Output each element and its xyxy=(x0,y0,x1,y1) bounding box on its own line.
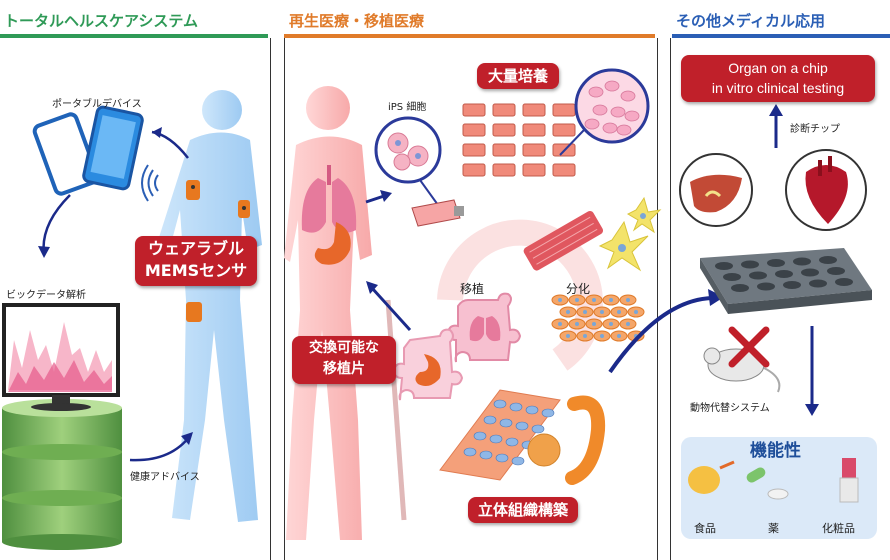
replaceable-line2: 移植片 xyxy=(323,361,365,377)
culture-dish xyxy=(522,103,546,117)
replaceable-graft-label: 交換可能な 移植片 xyxy=(292,336,396,384)
database-icon xyxy=(2,399,122,550)
sensor-chest xyxy=(186,180,200,200)
animal-alternative-label: 動物代替システム xyxy=(690,403,770,414)
wearable-line2: MEMSセンサ xyxy=(144,261,248,280)
functionality-title: 機能性 xyxy=(750,441,801,461)
section-title-medical: その他メディカル応用 xyxy=(676,12,825,30)
culture-dish xyxy=(552,163,576,177)
wireless-icon xyxy=(141,164,159,202)
wearable-line1: ウェアラブル xyxy=(147,239,244,258)
culture-dish xyxy=(552,123,576,137)
mouse-icon xyxy=(703,347,781,393)
culture-dish xyxy=(492,163,516,177)
section-bar-medical xyxy=(672,34,890,38)
panel-medical xyxy=(670,38,890,560)
food-label: 食品 xyxy=(694,522,716,535)
stomach-icon xyxy=(314,222,351,265)
organ-on-chip-label: Organ on a chip in vitro clinical testin… xyxy=(681,55,875,102)
human-figure-blue xyxy=(155,90,262,522)
portable-device-label: ポータブルデバイス xyxy=(52,99,142,110)
replaceable-line1: 交換可能な xyxy=(309,340,379,356)
panel-healthcare xyxy=(0,38,271,560)
culture-dish xyxy=(492,143,516,157)
neuron-cells-icon xyxy=(598,196,662,272)
chip-plate-icon xyxy=(700,248,872,314)
culture-dish xyxy=(492,123,516,137)
section-title-healthcare: トータルヘルスケアシステム xyxy=(4,12,198,30)
spheroid-icon xyxy=(527,433,561,467)
sensor-hip xyxy=(186,302,202,322)
medicine-icon xyxy=(746,467,789,500)
tissue-construction-label: 立体組織構築 xyxy=(468,497,578,523)
heart-icon xyxy=(785,149,867,231)
section-title-regenerative: 再生医療・移植医療 xyxy=(289,12,425,30)
culture-dish xyxy=(492,103,516,117)
section-bar-healthcare xyxy=(0,34,268,38)
culture-dish xyxy=(522,123,546,137)
culture-dish xyxy=(462,163,486,177)
ips-cell-label: iPS 細胞 xyxy=(388,102,427,113)
phones-icon xyxy=(32,105,144,196)
mass-culture-label: 大量培養 xyxy=(477,63,559,89)
food-icon xyxy=(688,460,735,494)
to-medical-arrow xyxy=(608,296,713,374)
cosmetics-label: 化粧品 xyxy=(822,522,855,535)
section-bar-regenerative xyxy=(284,34,655,38)
transplant-label: 移植 xyxy=(460,282,485,296)
monitor-icon xyxy=(2,303,120,411)
organ-line1: Organ on a chip xyxy=(728,60,828,76)
differentiated-cells-icon xyxy=(551,294,645,342)
culture-dishes-grid xyxy=(462,103,576,177)
differentiation-label: 分化 xyxy=(566,282,591,296)
transplant-puzzle-icon xyxy=(446,292,522,363)
liver-icon xyxy=(679,153,753,227)
cross-icon xyxy=(728,326,770,368)
mass-culture-cells-icon xyxy=(574,68,650,144)
muscle-tissue-icon xyxy=(523,210,604,271)
culture-dish xyxy=(462,103,486,117)
cosmetics-icon xyxy=(839,458,859,503)
culture-dish xyxy=(462,123,486,137)
diagnostic-chip-label: 診断チップ xyxy=(790,124,840,135)
tube-tissue-icon xyxy=(565,395,606,485)
culture-dish xyxy=(522,163,546,177)
ips-cell-icon xyxy=(374,116,442,184)
wearable-mems-label: ウェアラブル MEMSセンサ xyxy=(135,236,257,286)
lungs-icon xyxy=(301,165,357,233)
health-advice-label: 健康アドバイス xyxy=(130,472,200,483)
bigdata-label: ビックデータ解析 xyxy=(6,290,86,301)
organ-line2: in vitro clinical testing xyxy=(711,80,845,96)
culture-flask-icon xyxy=(411,199,464,227)
medicine-label: 薬 xyxy=(768,522,779,535)
culture-dish xyxy=(522,143,546,157)
culture-dish xyxy=(462,143,486,157)
panel-regenerative xyxy=(284,38,658,560)
